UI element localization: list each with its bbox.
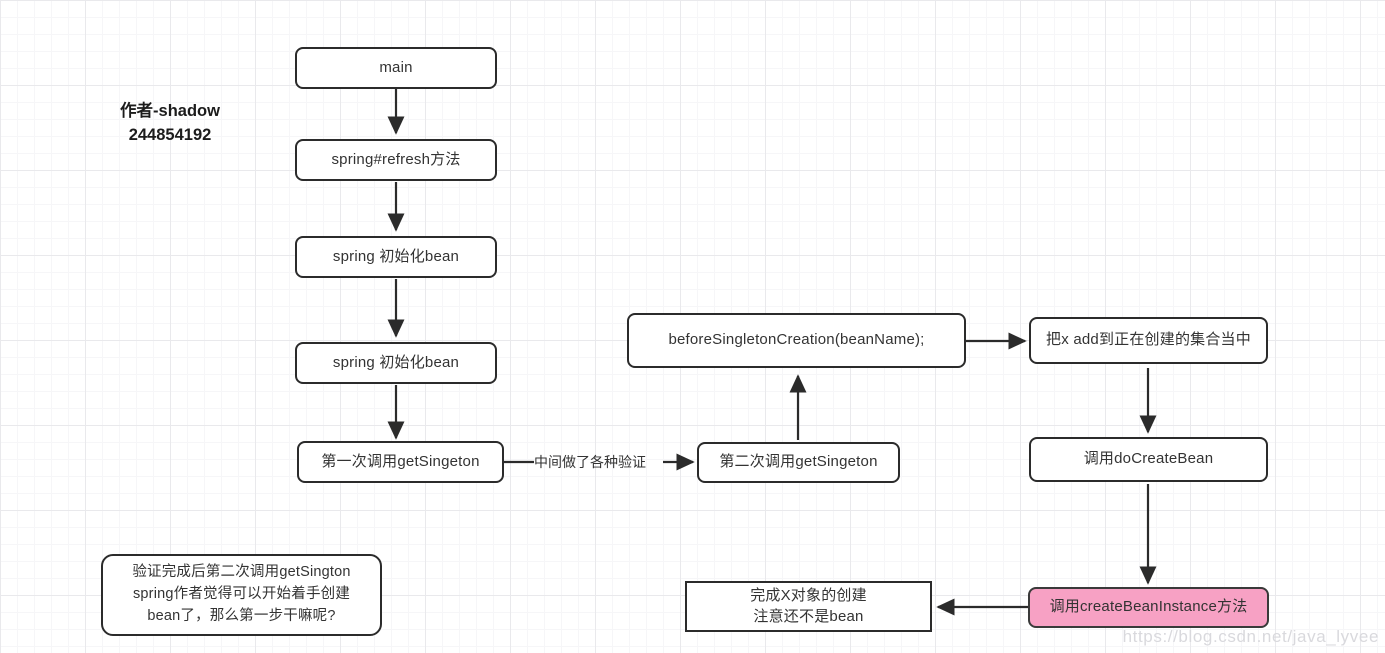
node-create-bean-instance[interactable]: 调用createBeanInstance方法 <box>1028 587 1269 628</box>
explain-note-line3: bean了，那么第一步干嘛呢? <box>147 607 336 624</box>
node-main[interactable]: main <box>295 47 497 89</box>
author-credit: 作者-shadow 244854192 <box>105 100 235 148</box>
node-finish-object[interactable]: 完成X对象的创建 注意还不是bean <box>685 581 932 632</box>
explain-note-line1: 验证完成后第二次调用getSington <box>132 564 351 581</box>
explain-note-line2: spring作者觉得可以开始着手创建 <box>132 586 351 603</box>
node-explain-note[interactable]: 验证完成后第二次调用getSington spring作者觉得可以开始着手创建 … <box>101 554 382 636</box>
node-spring-refresh[interactable]: spring#refresh方法 <box>295 139 497 181</box>
watermark-text: https://blog.csdn.net/java_lyvee <box>1122 627 1379 646</box>
node-before-singleton-creation[interactable]: beforeSingletonCreation(beanName); <box>627 313 966 368</box>
node-get-singleton-first[interactable]: 第一次调用getSingeton <box>297 441 504 483</box>
node-add-to-creating-set[interactable]: 把x add到正在创建的集合当中 <box>1029 317 1268 364</box>
author-name: 作者-shadow <box>120 102 220 120</box>
node-get-singleton-second[interactable]: 第二次调用getSingeton <box>697 442 900 483</box>
edge-label-validation: 中间做了各种验证 <box>534 454 646 470</box>
node-finish-object-line1: 完成X对象的创建 <box>750 587 867 605</box>
node-finish-object-line2: 注意还不是bean <box>753 607 864 625</box>
node-init-bean-2[interactable]: spring 初始化bean <box>295 342 497 384</box>
author-qq: 244854192 <box>128 125 212 144</box>
node-init-bean-1[interactable]: spring 初始化bean <box>295 236 497 278</box>
node-do-create-bean[interactable]: 调用doCreateBean <box>1029 437 1268 482</box>
